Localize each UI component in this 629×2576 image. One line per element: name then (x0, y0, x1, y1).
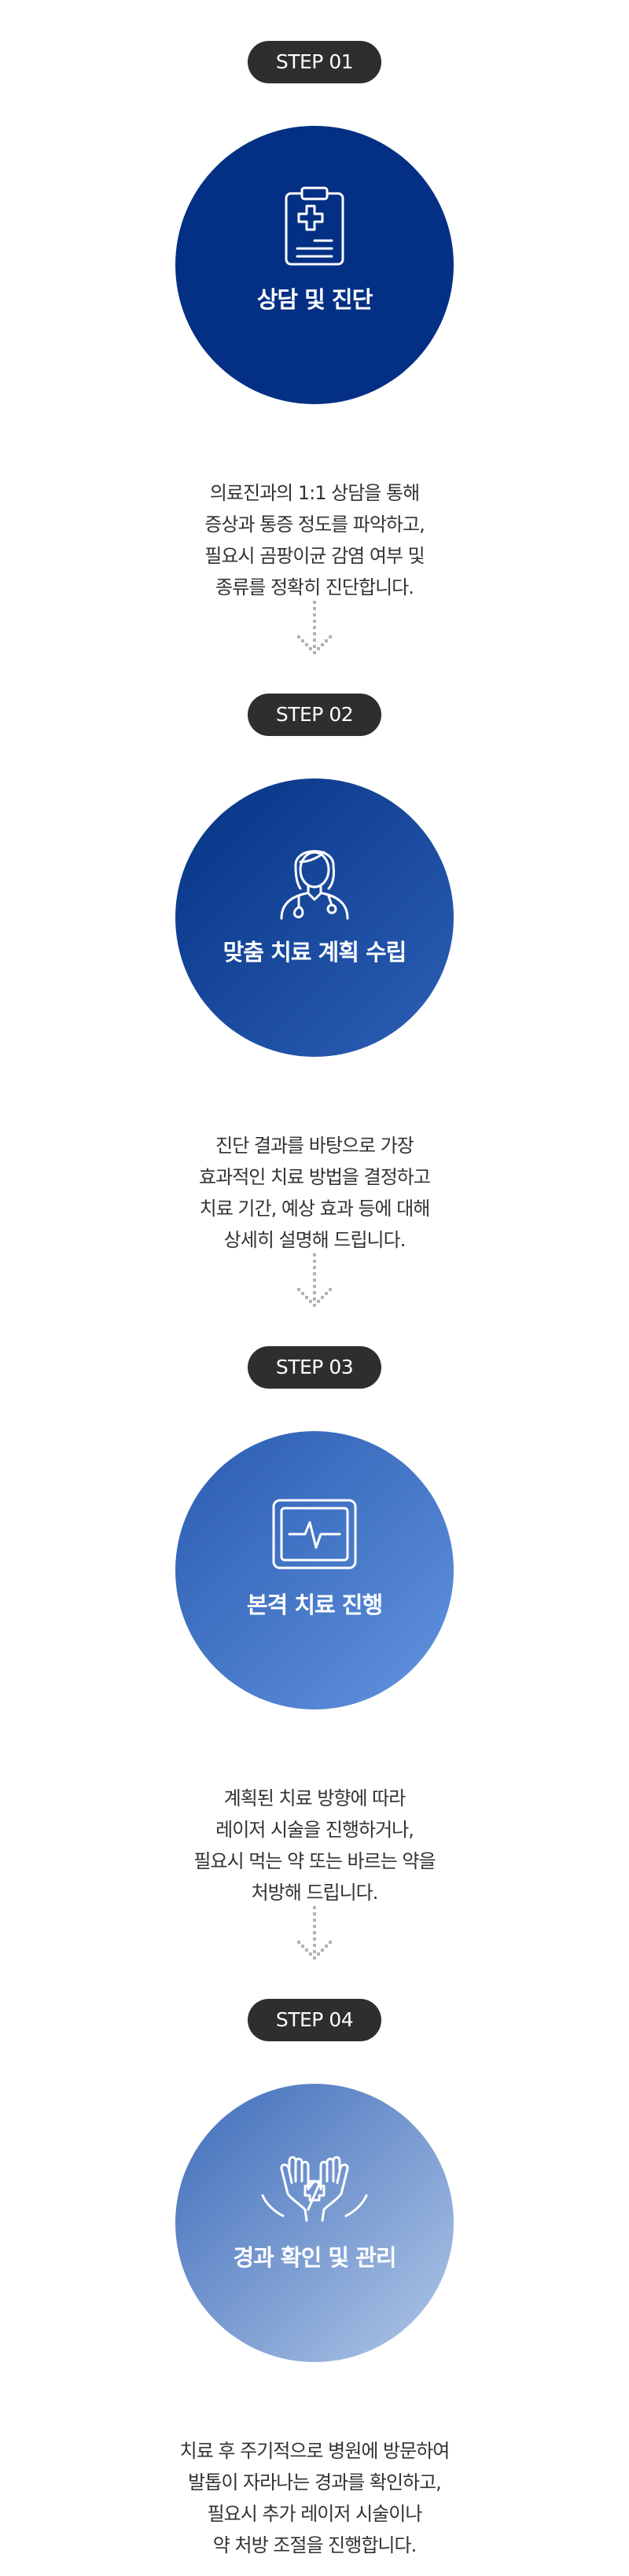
heartbeat-monitor-icon (272, 1499, 357, 1570)
dotted-arrow-down-icon (297, 1906, 332, 1960)
step-2-line: 효과적인 치료 방법을 결정하고 (199, 1166, 431, 1188)
step-3-line: 계획된 치료 방향에 따라 (223, 1787, 406, 1809)
step-3-line: 처방해 드립니다. (251, 1882, 379, 1904)
step-2-line: 진단 결과를 바탕으로 가장 (215, 1135, 414, 1157)
step-3-title: 본격 치료 진행 (246, 1592, 383, 1618)
step-2-title: 맞춤 치료 계획 수립 (223, 939, 407, 966)
step-1-circle: 상담 및 진단 (175, 126, 454, 404)
step-2-line: 상세히 설명해 드립니다. (223, 1229, 406, 1251)
step-1-badge: STEP 01 (248, 41, 381, 83)
step-2-description: 진단 결과를 바탕으로 가장 효과적인 치료 방법을 결정하고 치료 기간, 예… (0, 1130, 629, 1256)
step-3-description: 계획된 치료 방향에 따라 레이저 시술을 진행하거나, 필요시 먹는 약 또는… (0, 1783, 629, 1908)
dotted-arrow-down-icon (297, 601, 332, 654)
step-1-description: 의료진과의 1:1 상담을 통해 증상과 통증 정도를 파악하고, 필요시 곰팡… (0, 477, 629, 603)
step-2-line: 치료 기간, 예상 효과 등에 대해 (199, 1198, 431, 1220)
step-3: STEP 03 본격 치료 진행 계획된 치료 방향에 따라 레이저 시술을 진… (0, 1346, 629, 1975)
step-4-line: 치료 후 주기적으로 병원에 방문하여 (179, 2440, 451, 2462)
dotted-arrow-down-icon (297, 1253, 332, 1307)
step-4-line: 필요시 추가 레이저 시술이나 (207, 2503, 423, 2525)
step-1-line: 종류를 정확히 진단합니다. (215, 576, 414, 598)
step-4: STEP 04 경과 확인 및 관리 치료 후 주기적으로 병원에 방문하여 발… (0, 1999, 629, 2556)
step-3-circle: 본격 치료 진행 (175, 1431, 454, 1709)
step-4-line: 발톱이 자라나는 경과를 확인하고, (188, 2471, 442, 2493)
step-1-line: 의료진과의 1:1 상담을 통해 (209, 482, 420, 504)
step-4-badge: STEP 04 (248, 1999, 381, 2041)
medical-clipboard-icon (285, 186, 344, 266)
step-4-circle: 경과 확인 및 관리 (175, 2084, 454, 2362)
step-2-circle: 맞춤 치료 계획 수립 (175, 778, 454, 1057)
step-4-line: 약 처방 조절을 진행합니다. (212, 2534, 417, 2556)
step-3-line: 필요시 먹는 약 또는 바르는 약을 (193, 1850, 436, 1872)
step-1: STEP 01 상담 및 진단 의료진과의 1:1 상담을 통해 증상과 통증 … (0, 41, 629, 670)
step-1-title: 상담 및 진단 (256, 286, 373, 313)
step-1-line: 증상과 통증 정도를 파악하고, (204, 513, 425, 535)
doctor-icon (280, 850, 349, 920)
step-2-badge: STEP 02 (248, 694, 381, 736)
step-1-line: 필요시 곰팡이균 감염 여부 및 (204, 545, 425, 567)
step-2: STEP 02 맞춤 치료 계획 수립 진단 결과를 바탕으로 가장 효과적인 … (0, 694, 629, 1323)
step-3-badge: STEP 03 (248, 1346, 381, 1389)
step-4-title: 경과 확인 및 관리 (233, 2244, 396, 2271)
step-4-description: 치료 후 주기적으로 병원에 방문하여 발톱이 자라나는 경과를 확인하고, 필… (0, 2435, 629, 2561)
care-hands-icon (261, 2156, 368, 2222)
step-3-line: 레이저 시술을 진행하거나, (215, 1819, 414, 1841)
